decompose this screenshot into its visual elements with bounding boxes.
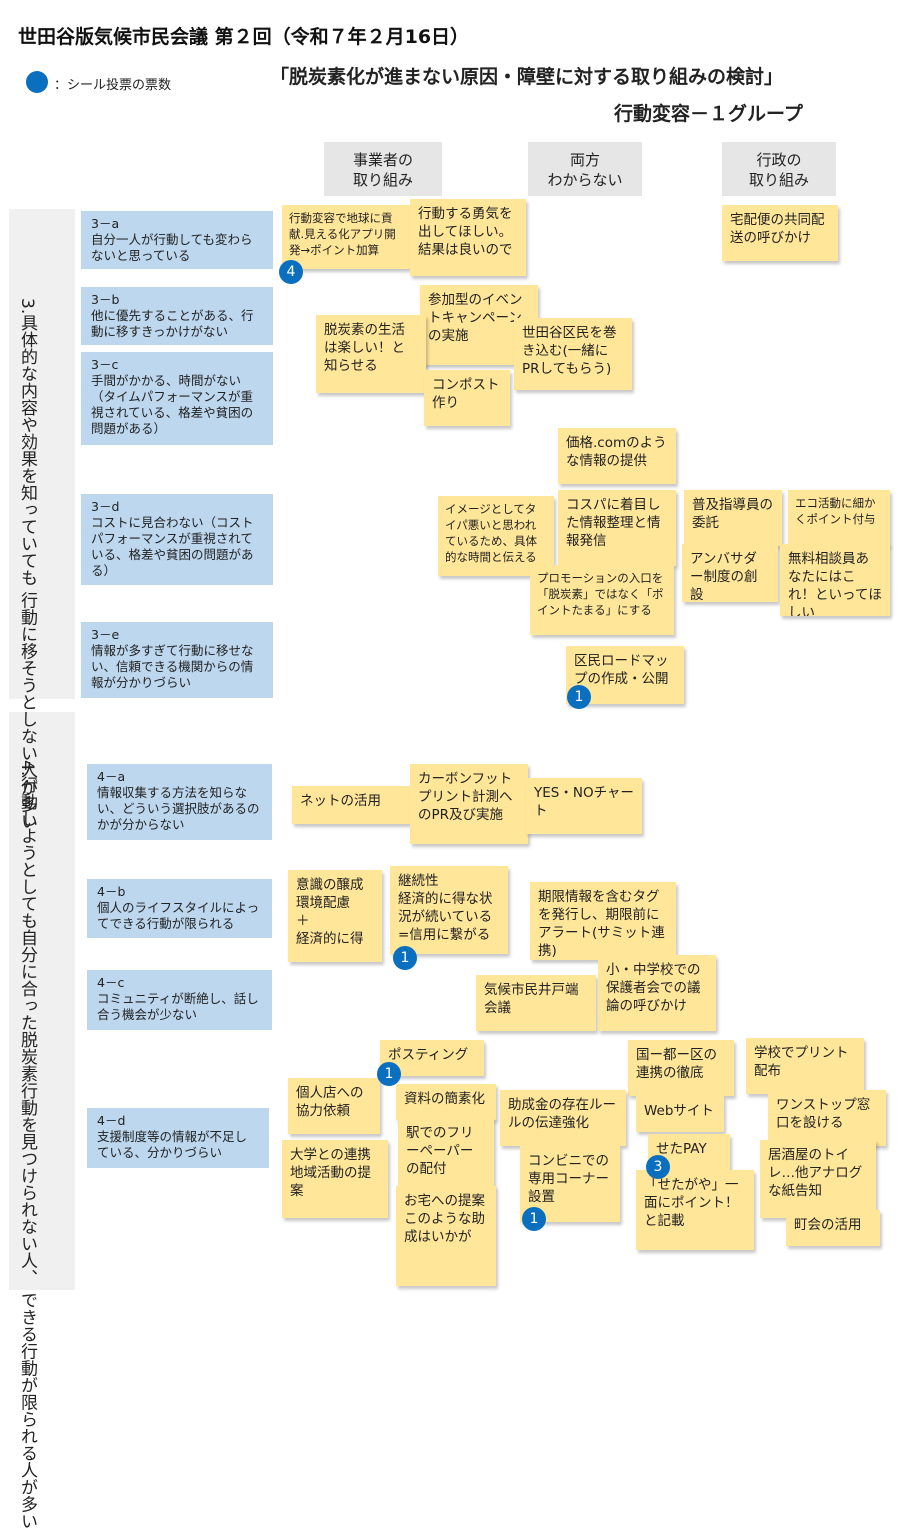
sticky-note: 普及指導員の委託 bbox=[684, 490, 782, 546]
sticky-note: 期限情報を含むタグを発行し、期限前にアラート(サミット連携) bbox=[530, 882, 676, 960]
sticky-note: 学校でプリント配布 bbox=[746, 1038, 864, 1094]
row-label-3a: 3－a 自分一人が行動しても変わらないと思っている bbox=[81, 211, 273, 269]
sticky-note: 行動変容で地球に貢献.見える化アプリ開発→ポイント加算 bbox=[282, 205, 410, 269]
sticky-note: プロモーションの入口を「脱炭素」ではなく「ポイントたまる」にする bbox=[530, 565, 674, 635]
sticky-note: 駅でのフリーペーパーの配付 bbox=[398, 1118, 494, 1188]
row-label-3e: 3－e 情報が多すぎて行動に移せない、信頼できる機関からの情報が分かりづらい bbox=[81, 622, 273, 698]
sticky-note: 価格.comのような情報の提供 bbox=[558, 428, 676, 484]
sticky-note: 居酒屋のトイレ…他アナログな紙告知 bbox=[760, 1140, 876, 1218]
sticky-note: 大学との連携 地域活動の提案 bbox=[282, 1140, 388, 1218]
sticky-note: 世田谷区民を巻き込む(一緒にPRしてもらう) bbox=[514, 318, 632, 390]
column-header-both: 両方 わからない bbox=[528, 142, 642, 196]
legend-text: ：シール投票の票数 bbox=[54, 78, 172, 93]
sticky-note: ネットの活用 bbox=[292, 786, 410, 824]
row-label-4d: 4－d 支援制度等の情報が不足している、分かりづらい bbox=[87, 1108, 269, 1168]
sticky-note: 意識の醸成 環境配慮 ＋ 経済的に得 bbox=[288, 870, 382, 962]
theme-title: 「脱炭素化が進まない原因・障壁に対する取り組みの検討」 bbox=[270, 66, 784, 88]
section-3-background bbox=[9, 209, 75, 699]
sticky-note: 町会の活用 bbox=[786, 1210, 880, 1246]
sticky-note: 資料の簡素化 bbox=[396, 1084, 496, 1120]
page-title: 世田谷版気候市民会議 第２回（令和７年２月16日） bbox=[18, 26, 470, 48]
vote-count-badge: 1 bbox=[567, 685, 591, 709]
sticky-note: 宅配便の共同配送の呼びかけ bbox=[722, 205, 838, 261]
sticky-note: コスパに着目した情報整理と情報発信 bbox=[558, 490, 676, 566]
sticky-note: イメージとしてタイパ悪いと思われているため、具体的な時間と伝える bbox=[438, 496, 554, 576]
row-label-4c: 4－c コミュニティが断絶し、話し合う機会が少ない bbox=[87, 970, 272, 1030]
row-label-4a: 4－a 情報収集する方法を知らない、どういう選択肢があるのかが分からない bbox=[87, 764, 272, 840]
vote-count-badge: 1 bbox=[377, 1062, 401, 1086]
sticky-note: エコ活動に細かくポイント付与 bbox=[788, 490, 890, 546]
sticky-note: 小・中学校での保護者会での議論の呼びかけ bbox=[598, 955, 716, 1031]
sticky-note: お宅への提案 このような助成はいかが bbox=[396, 1186, 496, 1286]
sticky-note: コンビニでの専用コーナー設置 bbox=[520, 1146, 620, 1222]
sticky-note: 助成金の存在ルールの伝達強化 bbox=[500, 1090, 626, 1146]
vote-count-badge: 1 bbox=[522, 1207, 546, 1231]
sticky-note: コンポスト作り bbox=[424, 370, 510, 426]
section-4-background bbox=[9, 712, 75, 1290]
row-label-3c: 3－c 手間がかかる、時間がない（タイムパフォーマンスが重視されている、格差や貧… bbox=[81, 352, 273, 445]
sticky-note: YES・NOチャート bbox=[526, 778, 642, 834]
column-header-business: 事業者の 取り組み bbox=[324, 142, 442, 196]
vote-dot-icon bbox=[26, 71, 48, 93]
sticky-note: 個人店への協力依頼 bbox=[288, 1078, 380, 1134]
sticky-note: 継続性 経済的に得な状況が続いている =信用に繋がる bbox=[390, 866, 508, 954]
sticky-note: 無料相談員あなたにはこれ！といってほしい bbox=[780, 544, 890, 616]
group-name: 行動変容－１グループ bbox=[614, 103, 803, 125]
sticky-note: ワンストップ窓口を設ける bbox=[768, 1090, 886, 1146]
sticky-note: 脱炭素の生活は楽しい！と知らせる bbox=[316, 315, 426, 393]
sticky-note: アンバサダー制度の創設 bbox=[682, 544, 778, 602]
section-3-title: 3.具体的な内容や効果を知っていても 行動に移そうとしない人が多い bbox=[17, 298, 37, 830]
row-label-3d: 3－d コストに見合わない（コストパフォーマンスが重視されている、格差や貧困の問… bbox=[81, 494, 273, 585]
sticky-note: 国ー都ー区の連携の徹底 bbox=[628, 1040, 734, 1096]
section-4-title: 4.行動しようとしても自分に合った脱炭素行動を見つけられない人、 できる行動が限… bbox=[17, 760, 37, 1530]
row-label-4b: 4－b 個人のライフスタイルによってできる行動が限られる bbox=[87, 879, 272, 938]
vote-count-badge: 4 bbox=[279, 260, 303, 284]
column-header-government: 行政の 取り組み bbox=[722, 142, 836, 196]
sticky-note: Webサイト bbox=[636, 1096, 724, 1132]
sticky-note: 「せたがや」一面にポイント！と記載 bbox=[636, 1170, 754, 1250]
sticky-note: 行動する勇気を出してほしい。結果は良いので bbox=[410, 199, 526, 276]
sticky-note: 気候市民井戸端会議 bbox=[476, 975, 596, 1031]
vote-count-badge: 3 bbox=[646, 1155, 670, 1179]
vote-count-badge: 1 bbox=[393, 946, 417, 970]
sticky-note: カーボンフットプリント計測へのPR及び実施 bbox=[410, 764, 528, 844]
row-label-3b: 3－b 他に優先することがある、行動に移すきっかけがない bbox=[81, 287, 273, 345]
